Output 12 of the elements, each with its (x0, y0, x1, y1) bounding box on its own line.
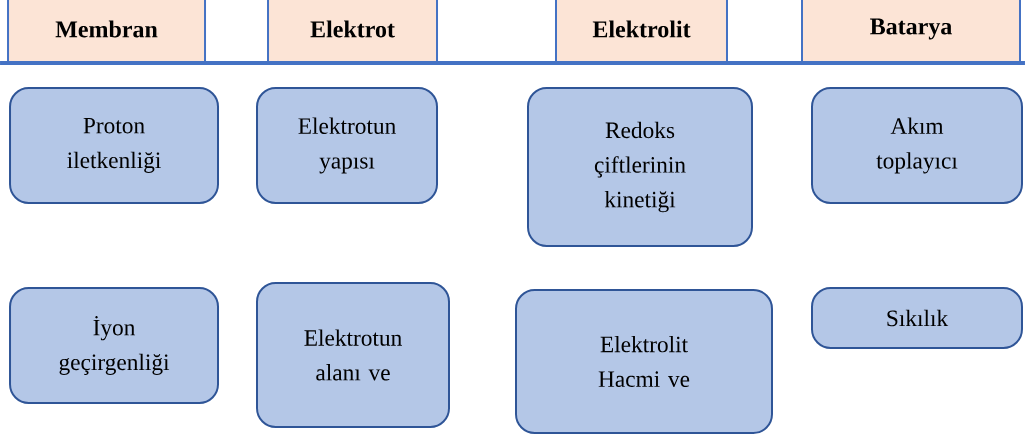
rounded-box: Akım toplayıcı (811, 87, 1023, 204)
header-tab: Batarya (801, 0, 1021, 63)
header-tab: Elektrolit (555, 0, 728, 63)
rounded-box: Elektrotun alanı ve (256, 282, 450, 428)
header-tab: Membran (7, 0, 206, 63)
rounded-box: İyon geçirgenliği (9, 287, 219, 404)
rounded-box: Proton iletkenliği (9, 87, 219, 204)
rounded-box: Sıkılık (811, 287, 1023, 349)
header-tab: Elektrot (267, 0, 438, 63)
rounded-box: Elektrotun yapısı (256, 87, 438, 204)
rounded-box: Elektrolit Hacmi ve (515, 289, 773, 434)
rounded-box: Redoks çiftlerinin kinetiği (527, 87, 753, 247)
